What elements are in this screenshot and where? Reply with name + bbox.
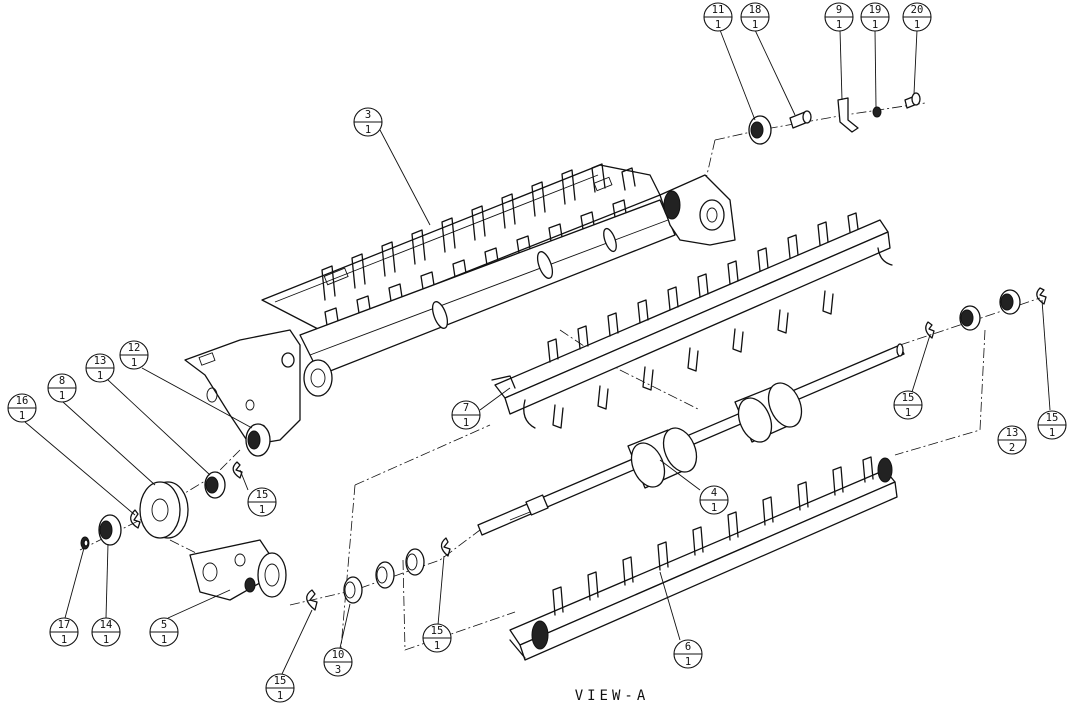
callout-part-18: 18 1 [740,2,770,32]
callout-part-8: 8 1 [47,373,77,403]
leader-lines [24,29,1051,675]
callout-number: 7 [463,402,469,414]
callout-part-13-left: 13 1 [85,353,115,383]
callout-quantity: 1 [711,502,717,514]
callout-number: 3 [365,109,371,121]
callout-part-15-right-inner: 15 1 [893,390,923,420]
callout-quantity: 1 [872,19,878,31]
part-14-bearing [98,514,122,546]
callout-number: 9 [836,4,842,16]
callout-number: 20 [911,4,924,16]
callout-quantity: 1 [19,410,25,422]
callout-number: 5 [161,619,167,631]
part-8-gear [139,481,189,539]
callout-quantity: 1 [103,634,109,646]
callout-number: 17 [58,619,71,631]
part-15-clip-left-upper [232,461,243,479]
callout-number: 15 [902,392,915,404]
callout-number: 15 [274,675,287,687]
callout-part-12: 12 1 [119,340,149,370]
callout-quantity: 3 [335,664,341,676]
callout-quantity: 2 [1009,442,1015,454]
callout-part-7: 7 1 [451,400,481,430]
part-13-bushing-left [204,471,226,499]
part-10-bushings [343,548,425,604]
callout-quantity: 1 [905,407,911,419]
callout-quantity: 1 [836,19,842,31]
callout-number: 8 [59,375,65,387]
callout-number: 15 [1046,412,1059,424]
callout-quantity: 1 [59,390,65,402]
callout-quantity: 1 [685,656,691,668]
callout-part-4: 4 1 [699,485,729,515]
callout-number: 15 [431,625,444,637]
callout-part-13-right: 13 2 [997,425,1027,455]
callout-part-15-bottom-mid: 15 1 [422,623,452,653]
callout-part-11: 11 1 [703,2,733,32]
callout-quantity: 1 [434,640,440,652]
part-15-clip-bottom-left [306,589,318,611]
part-6-lower-guide [509,456,898,661]
part-7-upper-guide [491,212,893,429]
part-15-clip-right-inner [925,321,935,339]
callout-part-19: 19 1 [860,2,890,32]
callout-part-15-bottom-far-left: 15 1 [265,673,295,703]
callout-number: 16 [16,395,29,407]
callout-part-15-right-outer: 15 1 [1037,410,1067,440]
callout-part-9: 9 1 [824,2,854,32]
part-20-screw [904,92,921,109]
part-11-bearing [748,115,772,145]
callout-quantity: 1 [131,357,137,369]
callout-part-3: 3 1 [353,107,383,137]
callout-number: 10 [332,649,345,661]
view-caption: VIEW-A [575,688,650,704]
part-9-bracket [837,97,859,133]
part-17-washer [80,536,90,550]
callout-quantity: 1 [752,19,758,31]
callout-part-6: 6 1 [673,639,703,669]
callout-quantity: 1 [914,19,920,31]
part-3-frame [184,163,736,446]
part-15-clip-bottom-mid [440,537,451,557]
part-12-bearing [245,423,271,457]
callout-quantity: 1 [61,634,67,646]
callout-number: 11 [712,4,725,16]
callout-quantity: 1 [161,634,167,646]
callout-number: 15 [256,489,269,501]
callout-part-17: 17 1 [49,617,79,647]
callout-number: 6 [685,641,691,653]
callout-number: 18 [749,4,762,16]
callout-part-16: 16 1 [7,393,37,423]
callout-part-10: 10 3 [323,647,353,677]
callout-balloons: 3 1 11 1 18 1 9 1 19 1 20 1 [7,2,1067,703]
part-5-gear-bracket [189,539,287,601]
callout-number: 13 [1006,427,1019,439]
callout-quantity: 1 [97,370,103,382]
part-4-roller-shaft [477,343,905,536]
callout-quantity: 1 [277,690,283,702]
part-13-bushings-right [959,289,1021,331]
callout-number: 13 [94,355,107,367]
callout-quantity: 1 [715,19,721,31]
callout-number: 4 [711,487,717,499]
part-15-clip-right-outer [1036,287,1047,305]
part-19-washer [872,106,882,118]
callout-quantity: 1 [365,124,371,136]
part-18-pin [789,110,812,129]
callout-quantity: 1 [463,417,469,429]
callout-quantity: 1 [259,504,265,516]
callout-number: 19 [869,4,882,16]
callout-part-5: 5 1 [149,617,179,647]
callout-number: 12 [128,342,141,354]
callout-part-14: 14 1 [91,617,121,647]
callout-number: 14 [100,619,113,631]
callout-quantity: 1 [1049,427,1055,439]
callout-part-15-left-upper: 15 1 [247,487,277,517]
callout-part-20: 20 1 [902,2,932,32]
